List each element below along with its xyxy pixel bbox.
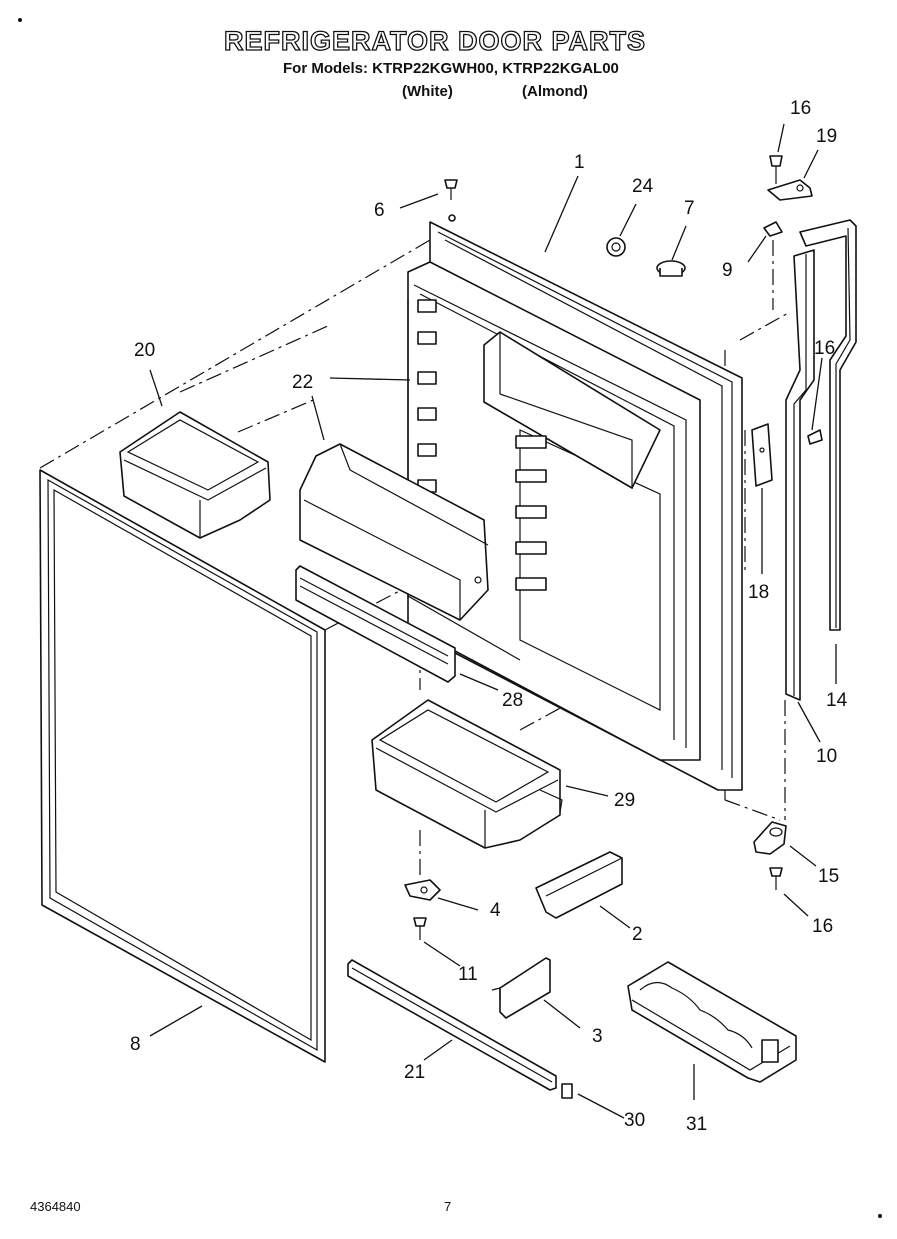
- callout-20: 20: [134, 340, 155, 361]
- document-number: 4364840: [30, 1199, 81, 1214]
- callout-labels: 1 2 3 4 6 7 8 9 10 11 14 15 16 16 16 18 …: [130, 98, 848, 1135]
- callout-4: 4: [490, 900, 501, 921]
- callout-16-top: 16: [790, 98, 811, 119]
- callout-31: 31: [686, 1114, 707, 1135]
- hinge-cover-18: [751, 423, 773, 487]
- dairy-trim-28: [295, 565, 456, 683]
- lower-hinge-15: [753, 821, 787, 855]
- variant-white: (White): [402, 83, 453, 100]
- callout-18: 18: [748, 582, 769, 603]
- callout-1: 1: [574, 152, 585, 173]
- screw-16-top: [769, 155, 783, 184]
- door-gasket: [39, 469, 326, 1063]
- trim-21: [347, 959, 557, 1091]
- callout-28: 28: [502, 690, 523, 711]
- shim-9: [763, 221, 783, 237]
- screw-11: [413, 917, 427, 940]
- callout-14: 14: [826, 690, 848, 711]
- screw-6: [444, 179, 458, 200]
- hinge-bracket-4: [404, 879, 441, 901]
- callout-29: 29: [614, 790, 635, 811]
- cover-3: [491, 957, 551, 1019]
- upper-hinge-19: [767, 179, 813, 201]
- callout-24: 24: [632, 176, 654, 197]
- variant-almond: (Almond): [522, 83, 588, 100]
- egg-tray-31: [627, 961, 797, 1083]
- dairy-door-22: [299, 443, 489, 621]
- callout-19: 19: [816, 126, 837, 147]
- callout-8: 8: [130, 1034, 141, 1055]
- callout-7: 7: [684, 198, 695, 219]
- plug-24: [606, 237, 626, 257]
- screw-16-bottom: [769, 867, 783, 890]
- callout-16-mid: 16: [814, 338, 835, 359]
- scan-dot-top: [18, 18, 22, 22]
- callout-10: 10: [816, 746, 837, 767]
- screw-16-mid: [807, 429, 823, 445]
- callout-11: 11: [458, 964, 478, 985]
- end-cap-30: [561, 1083, 573, 1099]
- door-bin-20: [119, 411, 271, 539]
- door-liner-assembly: [407, 214, 743, 791]
- page-number: 7: [444, 1199, 452, 1214]
- door-bin-29: [371, 699, 563, 849]
- callout-9: 9: [722, 260, 733, 281]
- callout-21: 21: [404, 1062, 425, 1083]
- scan-dot-bottom: [878, 1214, 882, 1218]
- callout-16-bottom: 16: [812, 916, 833, 937]
- leader-lines: [149, 123, 837, 1119]
- callout-22: 22: [292, 372, 313, 393]
- door-trim-14: [799, 219, 857, 631]
- callout-6: 6: [374, 200, 385, 221]
- model-numbers: For Models: KTRP22KGWH00, KTRP22KGAL00: [283, 60, 619, 77]
- door-trim-10: [785, 249, 815, 701]
- callout-15: 15: [818, 866, 839, 887]
- page-title: REFRIGERATOR DOOR PARTS: [223, 25, 646, 56]
- callout-3: 3: [592, 1026, 603, 1047]
- callout-30: 30: [624, 1110, 645, 1131]
- callout-2: 2: [632, 924, 643, 945]
- cover-2: [535, 851, 623, 919]
- plug-7: [656, 260, 686, 277]
